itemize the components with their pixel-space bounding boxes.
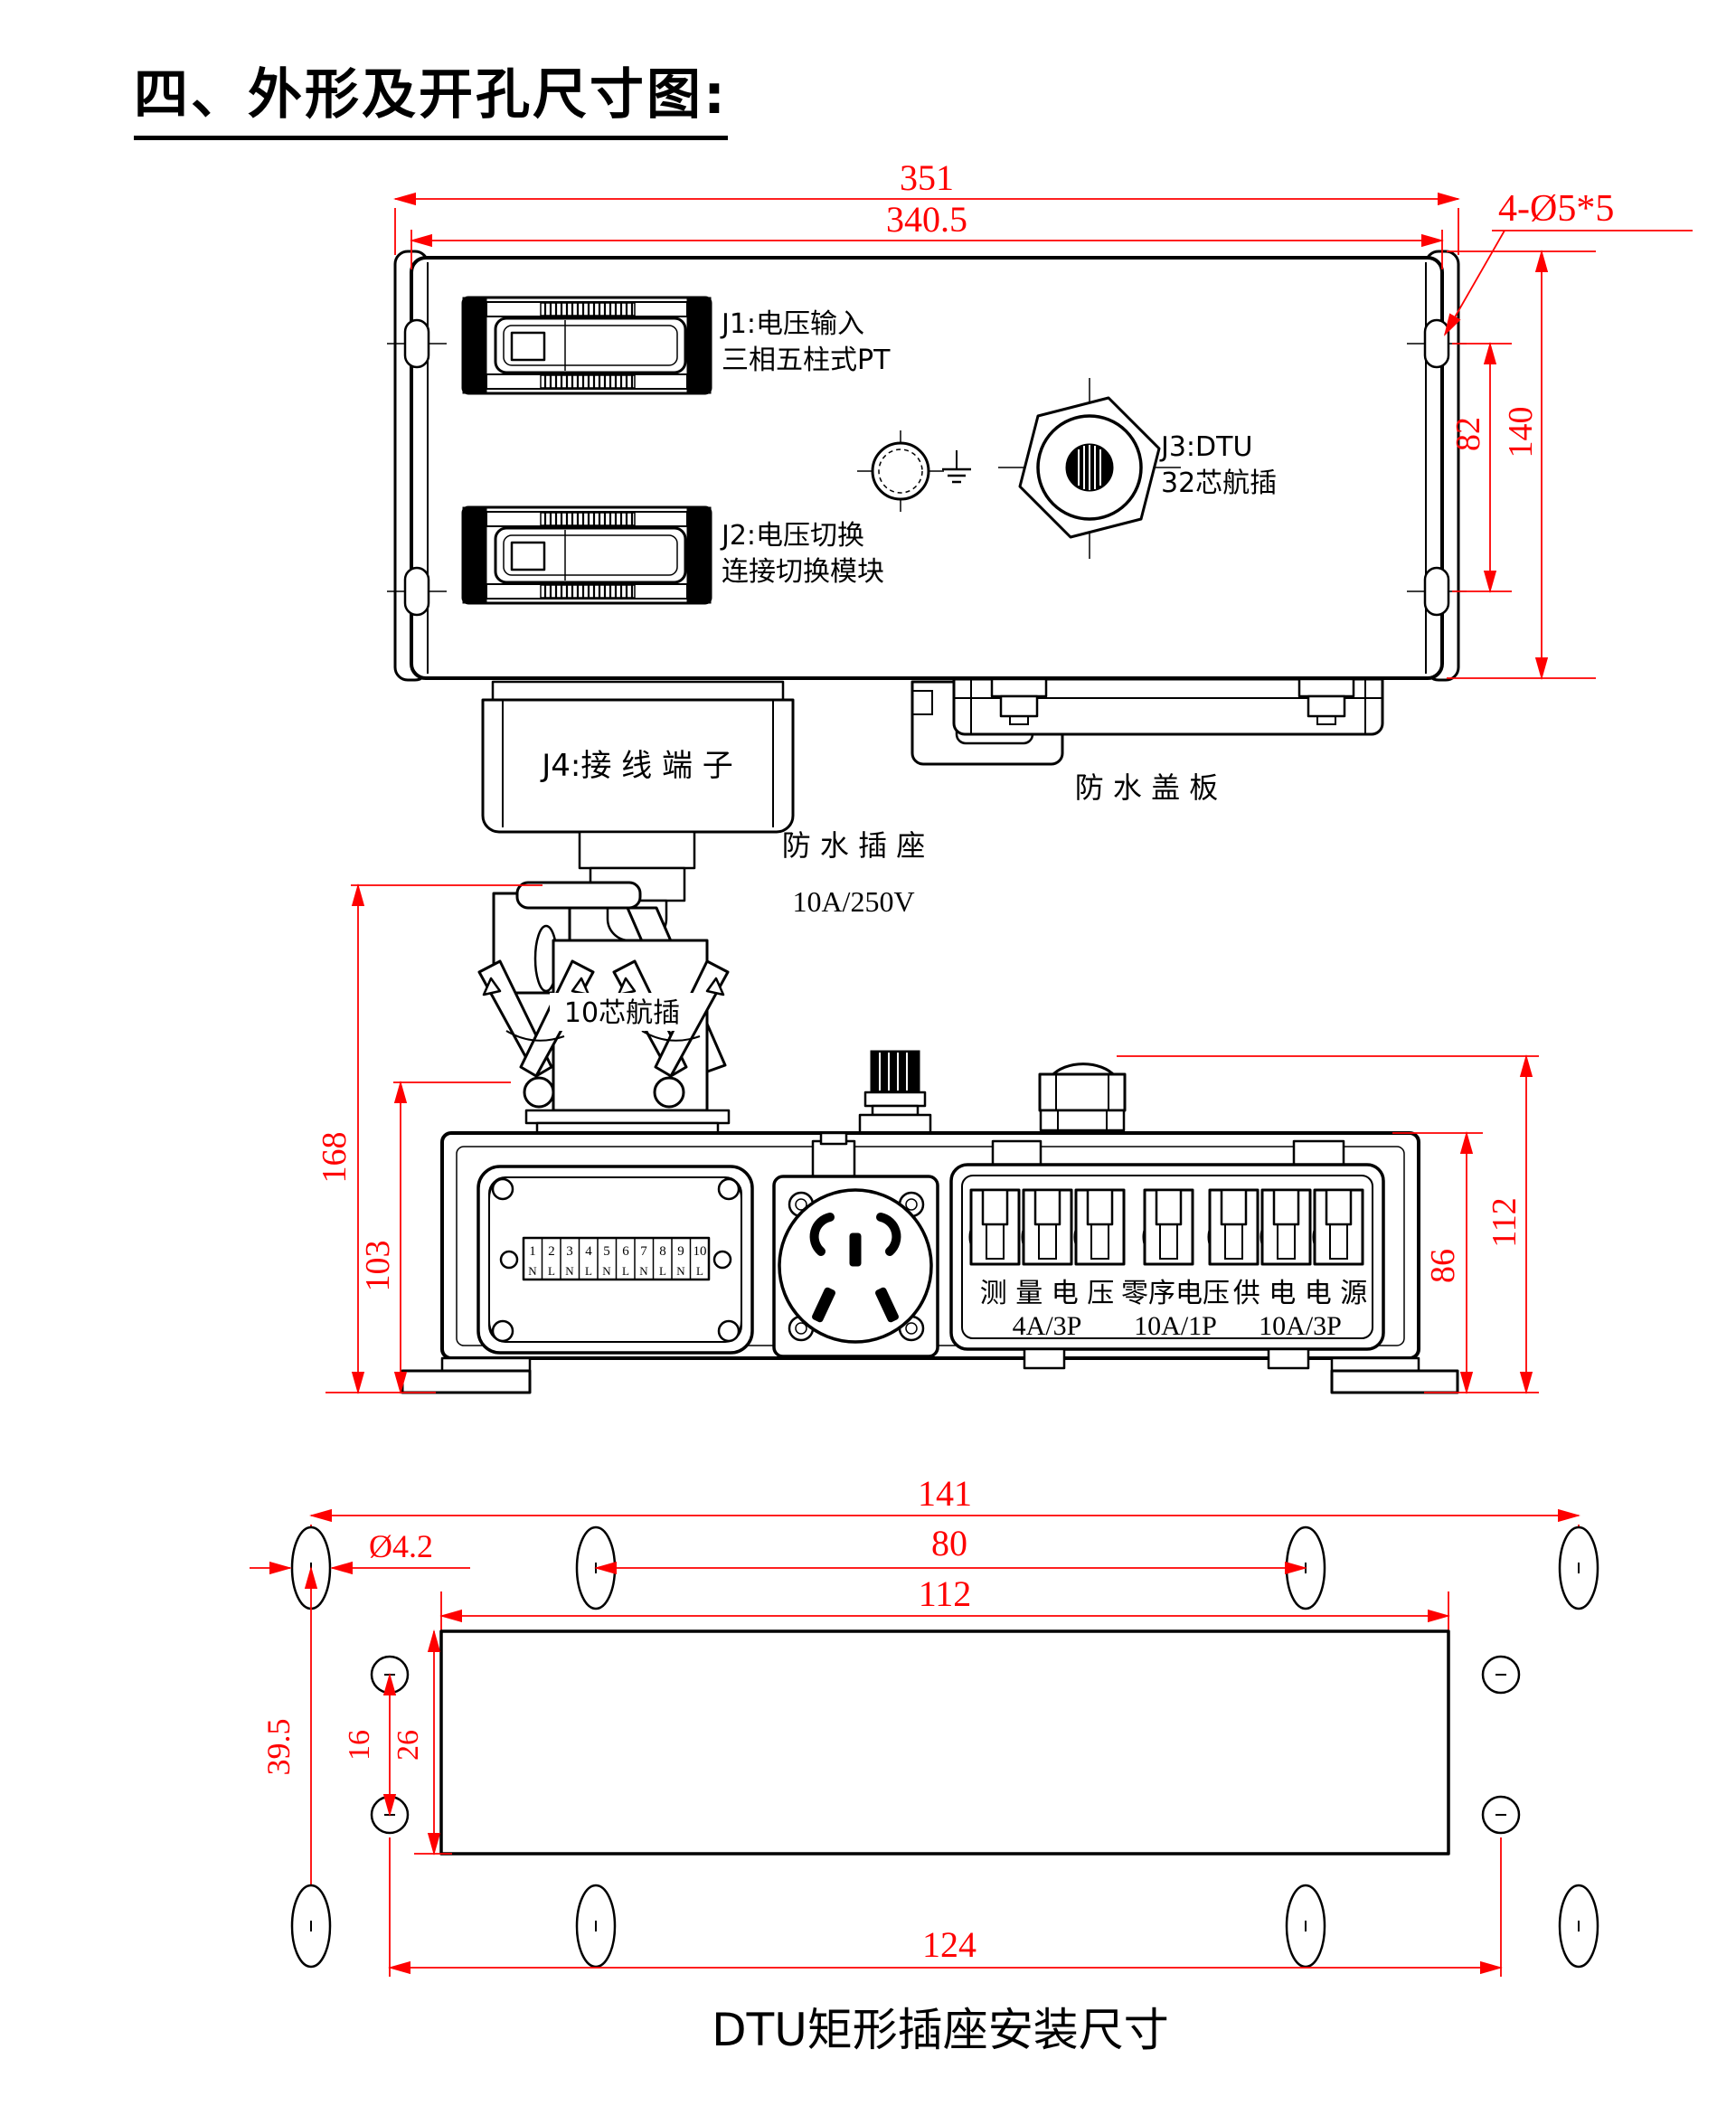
terminal-polarity: L (585, 1264, 592, 1278)
terminal-polarity: L (548, 1264, 555, 1278)
j1-connector (461, 296, 712, 395)
j3-label-line2: 32芯航插 (1161, 467, 1277, 499)
waterproof-cover-label: 防 水 盖 板 (1075, 770, 1219, 805)
dim-width-total: 351 (900, 157, 954, 198)
terminal-polarity: N (676, 1264, 685, 1278)
aviation-plug: 10芯航插 (477, 881, 731, 1135)
ground-terminal (857, 430, 971, 512)
power-socket-panel (772, 1131, 939, 1358)
dim-plug-height: 103 (359, 1241, 397, 1292)
dim-bottom-width: 141 (918, 1473, 972, 1514)
terminal-polarity: L (622, 1264, 629, 1278)
antenna-knob (858, 1050, 932, 1135)
socket-holes (809, 1213, 901, 1323)
top-view-dimensions: 351 340.5 4-Ø5*5 82 140 (392, 157, 1693, 681)
breaker-panel: 测 量 电 压 4A/3P 零序电压 10A/1P 供 电 电 源 10A/3P (949, 1139, 1385, 1370)
j3-label-line1: J3:DTU (1159, 431, 1252, 463)
plug-label: 10芯航插 (564, 997, 680, 1029)
dim-height: 140 (1502, 407, 1540, 458)
dim-cutout-width: 112 (919, 1573, 972, 1614)
terminal-polarity: N (639, 1264, 648, 1278)
waterproof-cover-plate (952, 677, 1384, 736)
earth-icon (942, 450, 971, 484)
j1-label-line2: 三相五柱式PT (722, 345, 891, 376)
rectangular-cutout (439, 1629, 1450, 1856)
terminal-polarity: N (528, 1264, 537, 1278)
breaker2-name: 零序电压 (1121, 1278, 1230, 1309)
dim-circle-spacing: 16 (343, 1730, 376, 1761)
dim-cutout-height: 26 (392, 1730, 425, 1761)
page-title: 四、外形及开孔尺寸图: (134, 65, 728, 140)
dim-hole-spacing-v: 39.5 (260, 1719, 297, 1776)
breaker1-name: 测 量 电 压 (980, 1278, 1115, 1309)
dim-bottom-spacing: 124 (922, 1924, 976, 1965)
breaker-measure-voltage (968, 1188, 1126, 1266)
terminal-polarity: N (602, 1264, 611, 1278)
terminal-number: 10 (693, 1244, 707, 1259)
terminal-panel: 1 2 3 4 5 6 7 8 9 10 N L N L N L N (476, 1165, 754, 1355)
dim-total-height: 168 (316, 1132, 354, 1184)
terminal-polarity: L (659, 1264, 666, 1278)
terminal-number: 2 (548, 1244, 555, 1259)
breaker-zero-sequence (1142, 1188, 1194, 1266)
terminal-strip: 1 2 3 4 5 6 7 8 9 10 N L N L N L N (522, 1236, 711, 1281)
bottom-view: 141 Ø4.2 80 112 (250, 1473, 1599, 2056)
breaker3-rating: 10A/3P (1259, 1311, 1342, 1341)
breaker-supply-power (1207, 1188, 1364, 1266)
j1-label-line1: J1:电压输入 (720, 308, 864, 340)
front-view-dimensions: 168 103 112 86 (316, 883, 1539, 1395)
terminal-number: 9 (677, 1244, 684, 1259)
breaker3-name: 供 电 电 源 (1233, 1278, 1368, 1309)
dim-mounting-holes: 4-Ø5*5 (1498, 188, 1614, 230)
terminal-number: 7 (640, 1244, 647, 1259)
dim-hole-spacing: 82 (1449, 417, 1487, 451)
terminal-number: 4 (585, 1244, 592, 1259)
terminal-number: 1 (529, 1244, 536, 1259)
terminal-polarity: N (565, 1264, 574, 1278)
terminal-number: 3 (566, 1244, 573, 1259)
dim-hole-spacing-h: 80 (931, 1523, 967, 1563)
cable-gland (1038, 1062, 1127, 1132)
dim-hole-dia: Ø4.2 (369, 1528, 433, 1564)
j2-connector (461, 505, 712, 605)
terminal-number: 5 (603, 1244, 610, 1259)
front-view: 10芯航插 (316, 881, 1539, 1395)
mounting-feet (401, 1356, 1459, 1394)
terminal-number: 6 (622, 1244, 629, 1259)
terminal-polarity: L (696, 1264, 703, 1278)
j2-label-line2: 连接切换模块 (722, 556, 884, 588)
bottom-view-caption: DTU矩形插座安装尺寸 (712, 2004, 1169, 2056)
dim-gland-height: 112 (1486, 1197, 1524, 1248)
waterproof-socket-rating: 10A/250V (792, 885, 914, 918)
j4-label: J4:接 线 端 子 (540, 748, 733, 784)
top-view: J1:电压输入 三相五柱式PT J2:电压切换 连接切换模块 J3:DTU 32… (387, 157, 1693, 942)
j2-label-line1: J2:电压切换 (720, 520, 864, 552)
terminal-number: 8 (659, 1244, 666, 1259)
bottom-hole-row (290, 1884, 1599, 1969)
j3-connector (998, 378, 1181, 559)
dim-body-height: 86 (1424, 1249, 1462, 1283)
breaker1-rating: 4A/3P (1013, 1311, 1082, 1341)
waterproof-socket-label: 防 水 插 座 (782, 828, 926, 863)
breaker2-rating: 10A/1P (1134, 1311, 1217, 1341)
dim-width-body: 340.5 (886, 199, 967, 240)
